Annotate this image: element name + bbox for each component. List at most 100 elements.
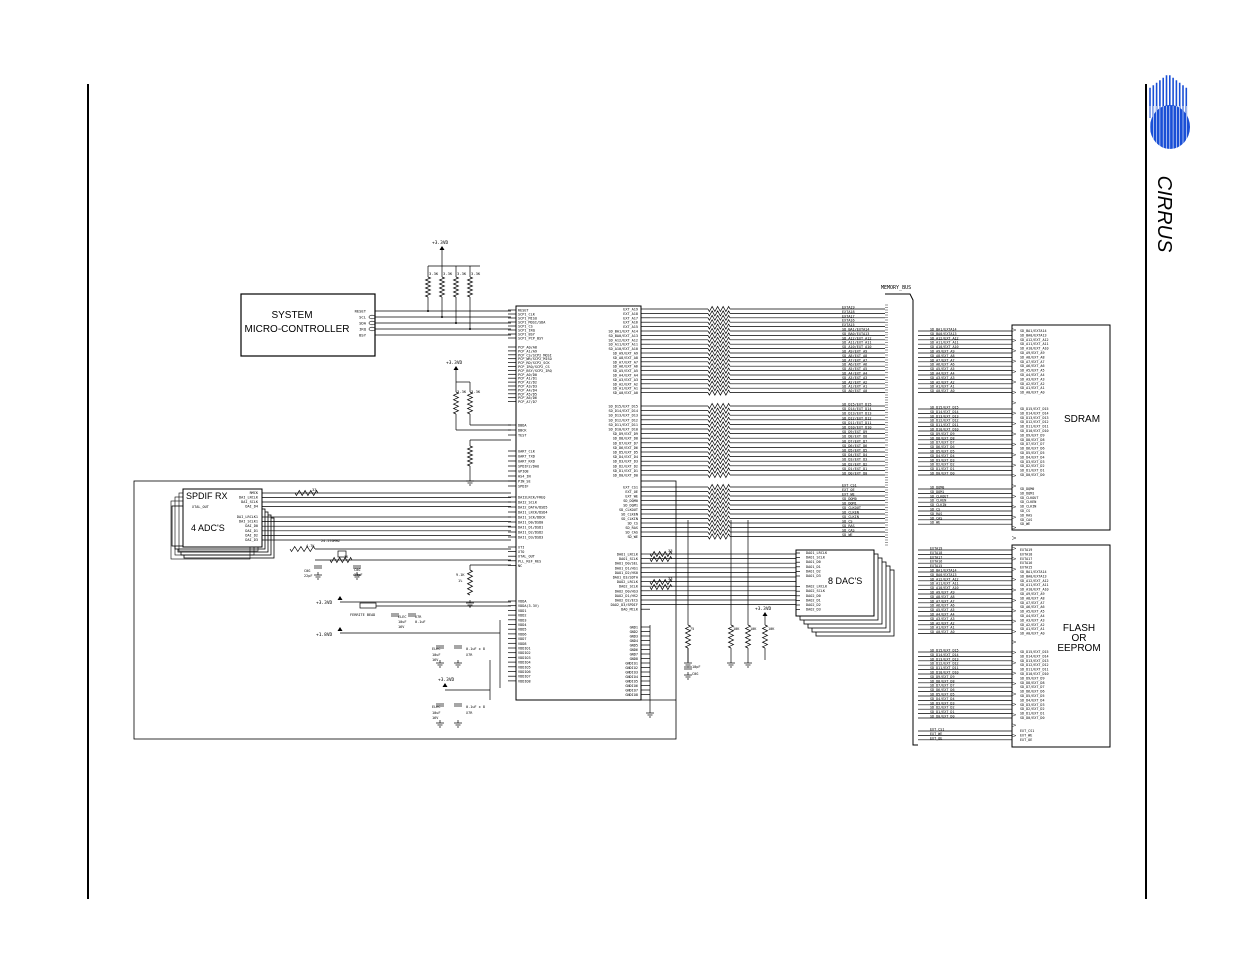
- sdram-net-left: SD_A4/EXT_A4: [930, 372, 955, 376]
- flash-pin-label: EXTA17: [1020, 557, 1032, 561]
- net-label: SD_D5/EXT_D5: [842, 449, 867, 453]
- net-label: SD_D12/EXT_D12: [842, 416, 872, 420]
- term-resistor: [744, 624, 752, 649]
- net-label: SD_WE: [842, 533, 853, 537]
- net-label: SD_D1/EXT_D1: [842, 467, 867, 471]
- pin-arrow: [1011, 359, 1017, 363]
- flash-net-left: SD_A12/EXT_A12: [930, 577, 959, 581]
- ic-pin-label-right: DAO2_D2/ECS: [615, 599, 638, 603]
- ic-pin-label-left: GPIO8: [518, 470, 529, 474]
- flash-net-left: EXTA15: [930, 564, 942, 568]
- series-resistor: [707, 492, 731, 500]
- rmck-resistor: [294, 489, 319, 497]
- power-arrow: [337, 627, 343, 631]
- ic-pin-label-right: DAO1_D2/HS0: [615, 571, 638, 575]
- flash-net-left: SD_A5/EXT_A5: [930, 608, 955, 612]
- cap-label: 16V: [432, 716, 439, 720]
- flash-pin-label: SD_D6/EXT_D6: [1020, 690, 1045, 694]
- adc-pin-label: DAI_D0: [245, 524, 258, 528]
- sdram-pin-label: SD_A5/EXT_A5: [1020, 369, 1045, 373]
- series-resistor: [707, 340, 731, 348]
- sdram-pin-label: SD_D5/EXT_D5: [1020, 451, 1045, 455]
- sdram-pin-label: SD_BA0/EXTA13: [1020, 333, 1047, 337]
- pullup-resistor: [452, 391, 460, 415]
- resistor-value: 33: [668, 548, 673, 553]
- adc-pin-label: DAI_D2: [245, 533, 258, 537]
- sdram-net-left: SD_D10/EXT_D10: [930, 428, 959, 432]
- series-resistor: [707, 384, 731, 392]
- xtal-resistor: [289, 545, 316, 553]
- xtal-feedback-resistor: [329, 556, 353, 564]
- sdram-pin-label: SD_A6/EXT_A6: [1020, 364, 1045, 368]
- series-resistor: [707, 305, 731, 313]
- net-label: SD_D13/EXT_D13: [842, 412, 872, 416]
- ic-pin-label-left: SPDIF2/DAO: [518, 465, 539, 469]
- ic-pin-label-left: DAI1_SCK/DDCK: [518, 516, 546, 520]
- flash-net-left: SD_A0/EXT_A0: [930, 630, 955, 634]
- ic-pin-label-right: SD_D10/EXT_D10: [608, 428, 638, 432]
- pin-arrow: [1011, 536, 1017, 540]
- pin-arrow: [1011, 453, 1017, 457]
- ic-pin-label-right: SD_A4/EXT_A4: [613, 374, 638, 378]
- sdram-pin-label: SD_CS: [1020, 509, 1030, 513]
- sdram-pin-label: SD_D12/EXT_D12: [1020, 420, 1049, 424]
- net-label: SD_D11/EXT_D11: [842, 421, 872, 425]
- flash-net-left: SD_D11/EXT_D11: [930, 666, 959, 670]
- spdif-pin-label: DAI_D4: [245, 505, 258, 509]
- ic-pin-label-right: GNDIO2: [625, 666, 638, 670]
- dac-pin-label: DAO1_D3: [806, 574, 821, 578]
- net-label: SD_A3/EXT_A3: [842, 376, 867, 380]
- ic-pin-label-left: VDDIO8: [518, 679, 531, 683]
- sdram-net-left: SD_CLKEN: [930, 499, 946, 503]
- ic-pin-label-right: SD_D1/EXT_D1: [613, 469, 638, 473]
- pin-arrow: [1011, 609, 1017, 613]
- net-label: SD_A11/EXT_A11: [842, 341, 872, 345]
- pin-arrow: [1011, 598, 1017, 603]
- flash-net-left: SD_A11/EXT_A11: [930, 582, 959, 586]
- flash-net-left: SD_A4/EXT_A4: [930, 613, 955, 617]
- ic-pin-label-right: SD_DQM1: [623, 504, 638, 508]
- flash-pin-label: EXT_CS1: [1020, 729, 1034, 733]
- power-rail-label: +3.3VD: [446, 360, 463, 366]
- sdram-net-left: SD_RAS: [930, 512, 942, 516]
- sdram-net-left: SD_D14/EXT_D14: [930, 410, 959, 414]
- sdram-net-left: SD_A1/EXT_A1: [930, 385, 955, 389]
- cap-label: 10uF: [432, 711, 440, 715]
- sdram-net-left: SD_D1/EXT_D1: [930, 467, 955, 471]
- flash-title-2: OR: [1072, 633, 1087, 644]
- flash-pin-label: SD_D3/EXT_D3: [1020, 703, 1045, 707]
- series-resistor: [707, 318, 731, 326]
- ic-pin-label-right: SD_CS: [627, 522, 638, 526]
- pin-arrow: [1011, 588, 1017, 592]
- sdram-net-left: SD_CS: [930, 508, 940, 512]
- pullup-resistor: [761, 624, 769, 649]
- sdram-net-left: SD_D8/EXT_D8: [930, 436, 955, 440]
- series-resistor: [707, 389, 731, 396]
- net-label: SD_A1/EXT_A1: [842, 385, 867, 389]
- adc-pin-label: DAI_SCLK1: [239, 520, 258, 524]
- flash-net-left: SD_D4/EXT_D4: [930, 697, 955, 701]
- term-value: 75: [690, 627, 694, 631]
- cap-label: ELEC: [432, 647, 440, 651]
- ic-pin-label-left: SCP1_MOSI/SDA: [518, 321, 546, 325]
- flash-pin-label: EXTA15: [1020, 566, 1032, 570]
- flash-net-left: SD_BA1/EXTA14: [930, 569, 957, 573]
- sdram-pin-label: SD_D7/EXT_D7: [1020, 442, 1045, 446]
- ic-pin-label-right: SD_A3/EXT_A3: [613, 378, 638, 382]
- ic-pin-label-left: DBCK: [518, 429, 527, 433]
- ic-pin-label-left: HS4_IN: [518, 475, 531, 479]
- series-resistor: [707, 506, 731, 513]
- ic-pin-label-left: PCP_BSY/SCP2_IRQ: [518, 369, 552, 373]
- ic-pin-label-right: EXT_WE: [625, 495, 638, 499]
- series-resistor: [707, 453, 731, 460]
- ic-pin-label-right: DAO1_D3/SDTA: [613, 576, 639, 580]
- pin-arrow: [1011, 671, 1017, 675]
- cap-label: 0.1uF x 8: [466, 647, 485, 651]
- sdram-net-left: SD_D9/EXT_D9: [930, 432, 955, 436]
- sdram-pin-label: SD_A11/EXT_A11: [1020, 342, 1049, 346]
- sdram-net-left: SD_D7/EXT_D7: [930, 441, 955, 445]
- ic-pin-label-left: PCP_A0/D0: [518, 373, 537, 377]
- ferrite-bead: [359, 602, 377, 609]
- dac-pin-label: DAO1_SCLK: [806, 556, 826, 560]
